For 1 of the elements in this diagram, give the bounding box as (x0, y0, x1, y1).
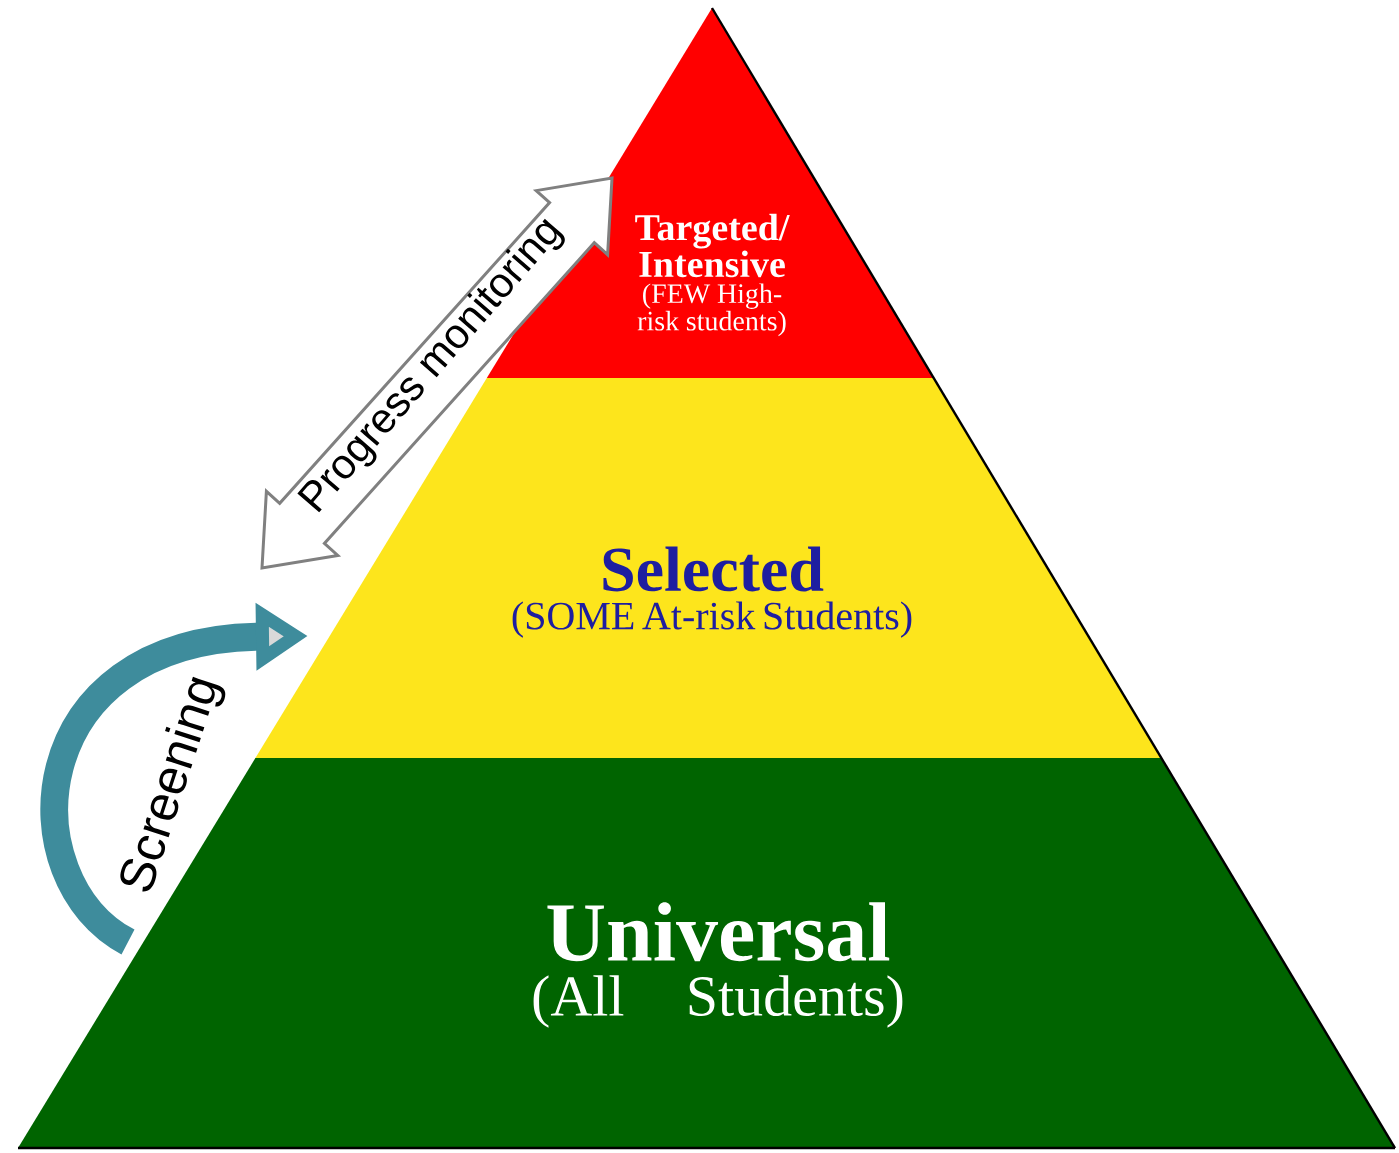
double-arrow (260, 176, 614, 570)
